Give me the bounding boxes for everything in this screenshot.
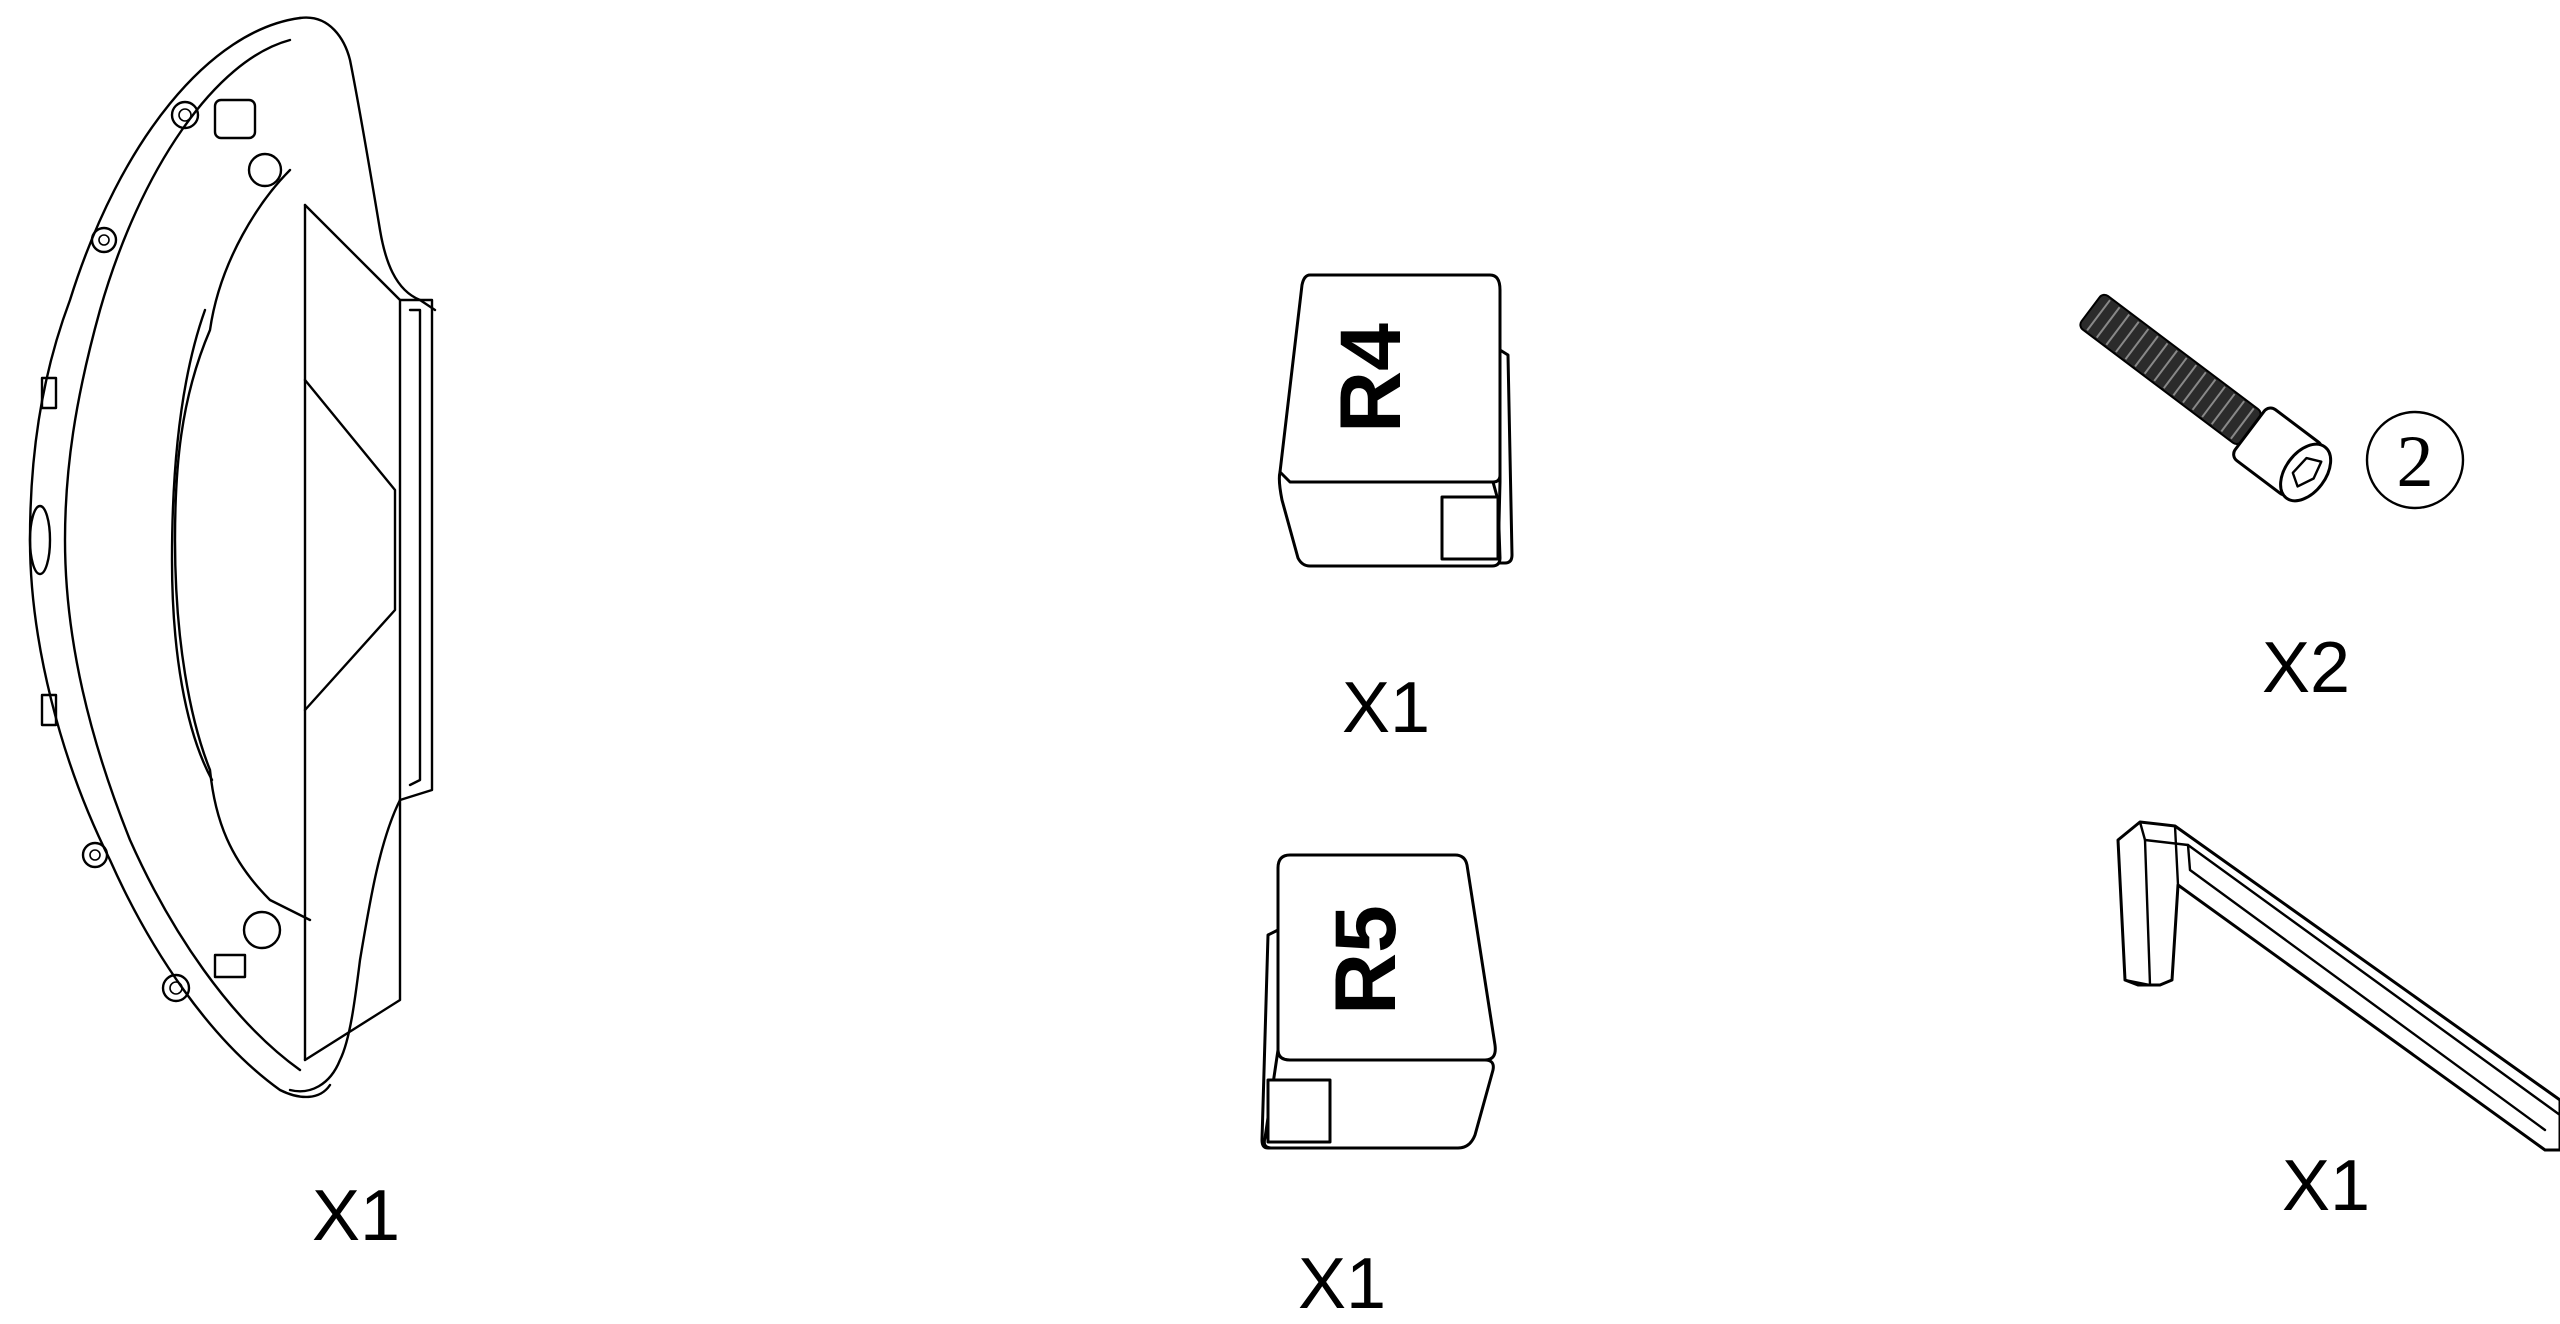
hex-key-drawing	[2116, 820, 2560, 1152]
parts-diagram: R4 R5	[28, 16, 2560, 1320]
screw-callout-number: 2	[2397, 421, 2434, 503]
parts-illustration: R4 R5	[28, 16, 2560, 1152]
clip-r4-marking: R4	[1323, 323, 1419, 433]
screw-drawing: 2	[2079, 293, 2465, 510]
caliper-cover-quantity: X1	[312, 1176, 401, 1256]
clip-r5-marking: R5	[1318, 905, 1414, 1015]
screw-quantity: X2	[2262, 628, 2351, 708]
clip-r4-drawing: R4	[1277, 273, 1514, 568]
hex-key-quantity: X1	[2282, 1146, 2371, 1226]
clip-r5-drawing: R5	[1260, 853, 1497, 1150]
clip-r5-quantity: X1	[1298, 1244, 1387, 1324]
caliper-cover-drawing	[28, 16, 437, 1099]
clip-r4-quantity: X1	[1342, 668, 1431, 748]
